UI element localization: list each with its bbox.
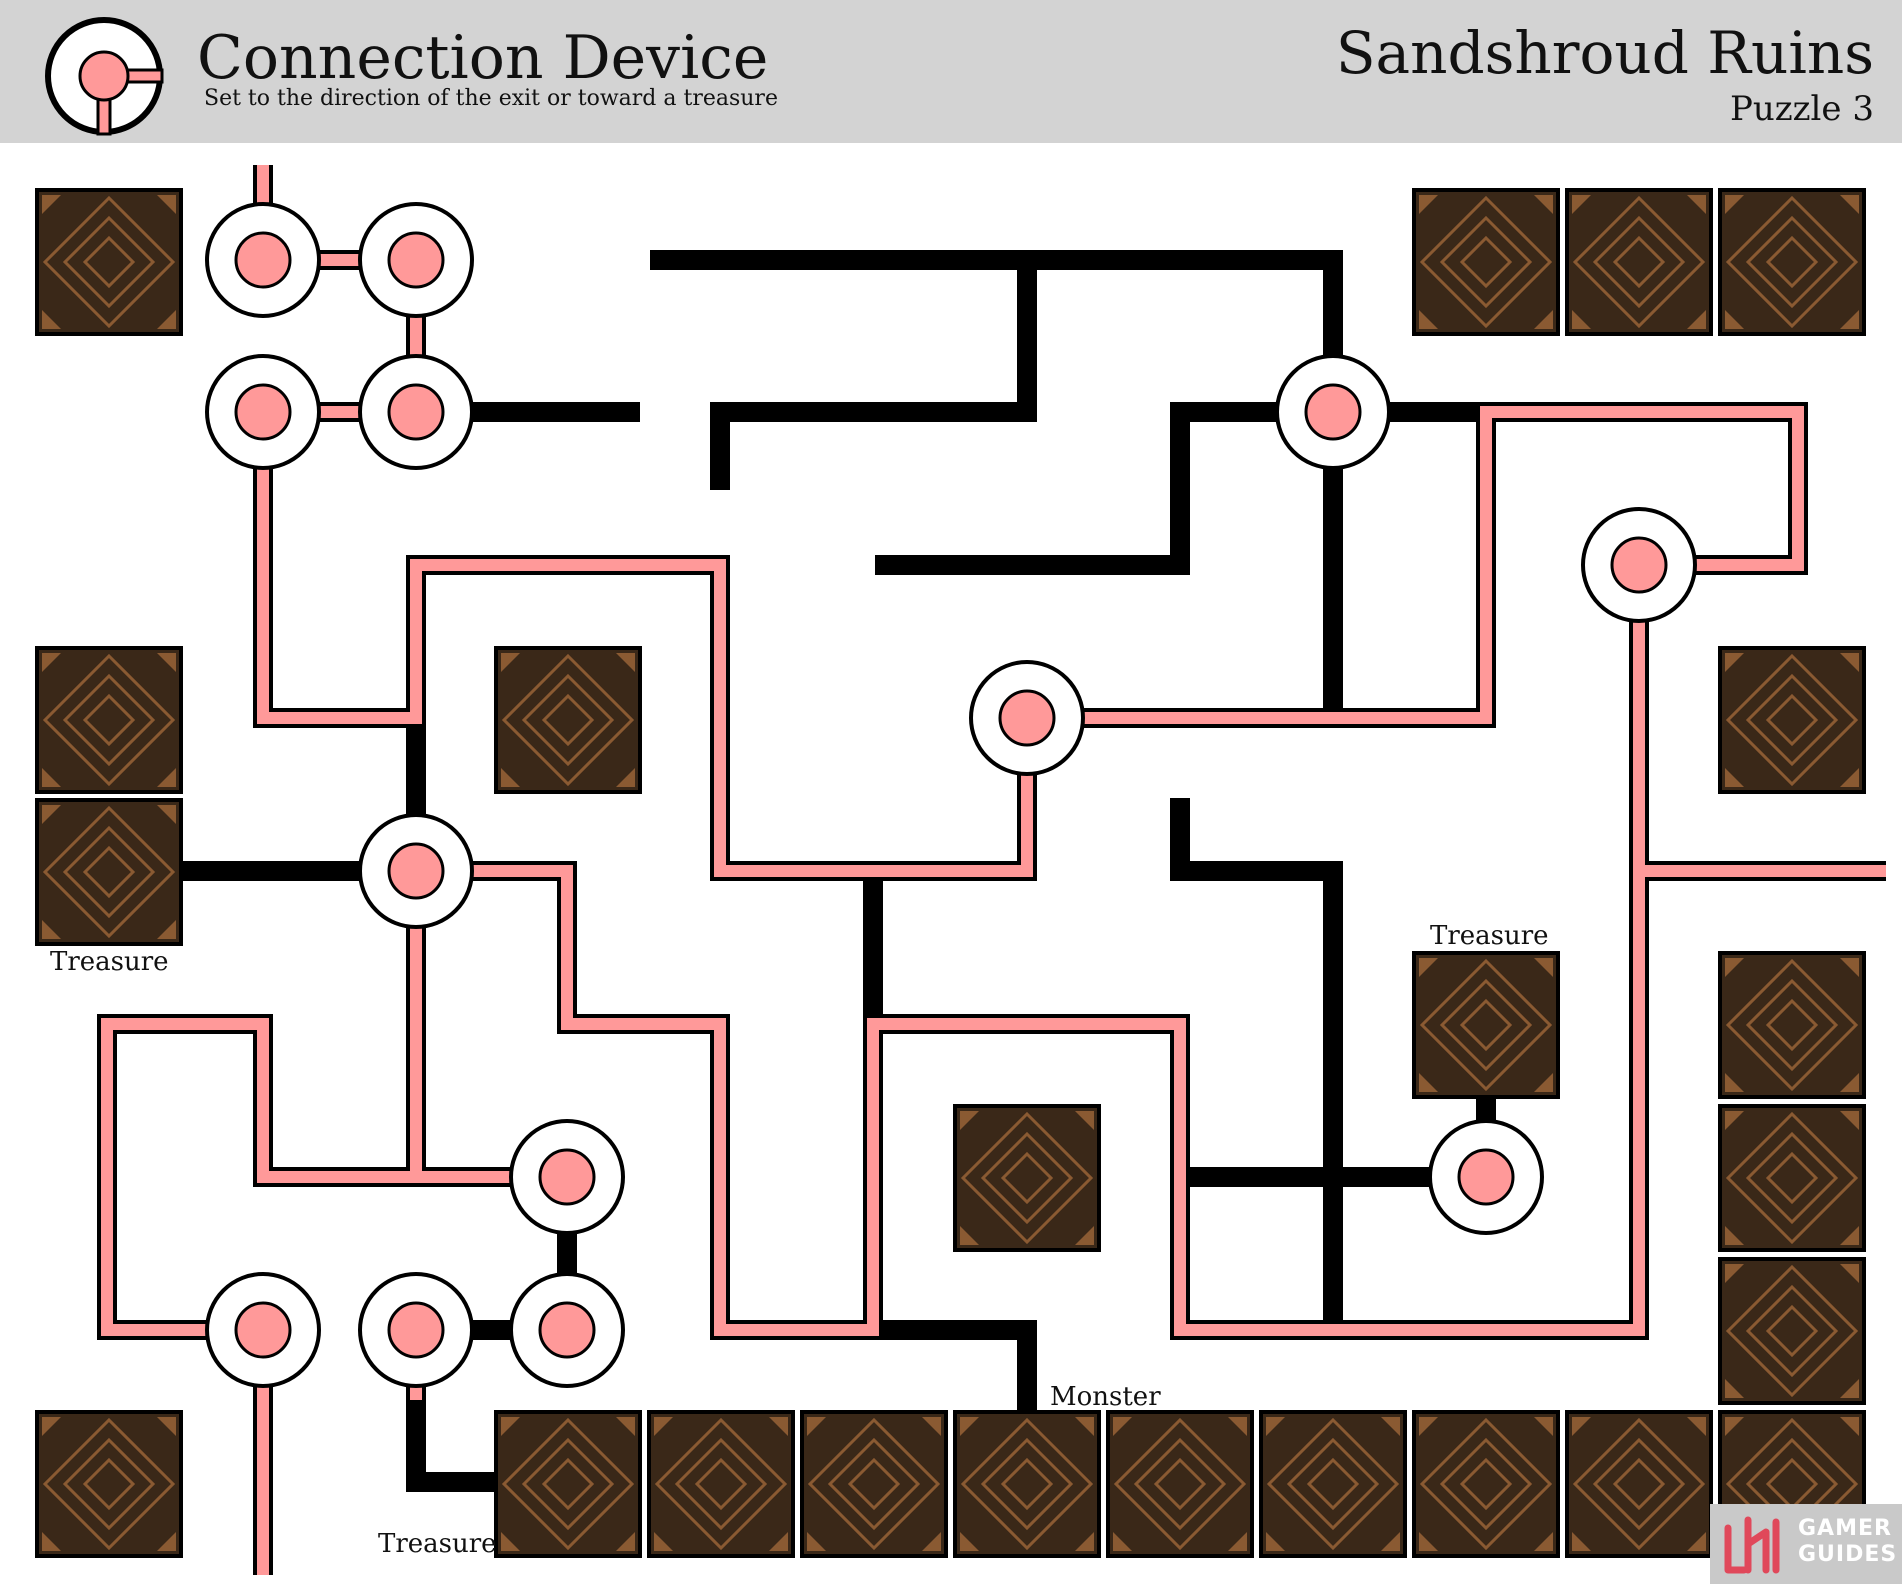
connection-device-icon <box>45 17 164 136</box>
block-tile <box>1718 646 1866 794</box>
header-bar: Connection Device Set to the direction o… <box>0 0 1902 143</box>
block-tile <box>800 1410 948 1558</box>
monster-block <box>953 1410 1101 1558</box>
block-tile <box>1565 1410 1713 1558</box>
block-tile <box>1565 188 1713 336</box>
connection-node[interactable] <box>205 1272 321 1388</box>
treasure-label: Treasure <box>378 1529 497 1559</box>
badge-line1: GAMER <box>1798 1516 1892 1541</box>
block-tile <box>953 1104 1101 1252</box>
monster-label: Monster <box>1050 1382 1161 1412</box>
block-tile <box>1718 188 1866 336</box>
treasure-label: Treasure <box>1430 921 1549 951</box>
connection-node[interactable] <box>205 354 321 470</box>
page-subtitle: Set to the direction of the exit or towa… <box>204 86 778 111</box>
block-tile <box>494 1410 642 1558</box>
connection-node[interactable] <box>1581 507 1697 623</box>
puzzle-number: Puzzle 3 <box>1729 89 1874 129</box>
connection-node[interactable] <box>1275 354 1391 470</box>
block-tile <box>1718 951 1866 1099</box>
connection-node[interactable] <box>205 202 321 318</box>
connection-node[interactable] <box>358 813 474 929</box>
block-tile <box>1718 1257 1866 1405</box>
connection-node[interactable] <box>969 660 1085 776</box>
treasure-block <box>1412 951 1560 1099</box>
connection-node[interactable] <box>509 1119 625 1235</box>
connection-node[interactable] <box>1428 1119 1544 1235</box>
block-tile <box>494 646 642 794</box>
block-tile <box>1412 188 1560 336</box>
block-tile <box>1718 1104 1866 1252</box>
block-tile <box>1106 1410 1254 1558</box>
gamer-guides-logo-icon <box>1724 1516 1780 1574</box>
gamer-guides-badge: GAMER GUIDES <box>1710 1504 1902 1584</box>
block-tile <box>35 646 183 794</box>
gamer-guides-text: GAMER GUIDES <box>1798 1516 1897 1568</box>
connection-node[interactable] <box>509 1272 625 1388</box>
badge-line2: GUIDES <box>1798 1542 1898 1567</box>
area-name: Sandshroud Ruins <box>1335 19 1874 87</box>
treasure-label: Treasure <box>50 947 169 977</box>
block-tile <box>35 188 183 336</box>
connection-nodes <box>205 202 1697 1388</box>
connection-node[interactable] <box>358 202 474 318</box>
block-tile <box>647 1410 795 1558</box>
page-title: Connection Device <box>197 23 769 93</box>
block-tile <box>35 1410 183 1558</box>
block-tile <box>1259 1410 1407 1558</box>
block-tile <box>1412 1410 1560 1558</box>
connection-node[interactable] <box>358 1272 474 1388</box>
connection-node[interactable] <box>358 354 474 470</box>
block-tile <box>35 798 183 946</box>
